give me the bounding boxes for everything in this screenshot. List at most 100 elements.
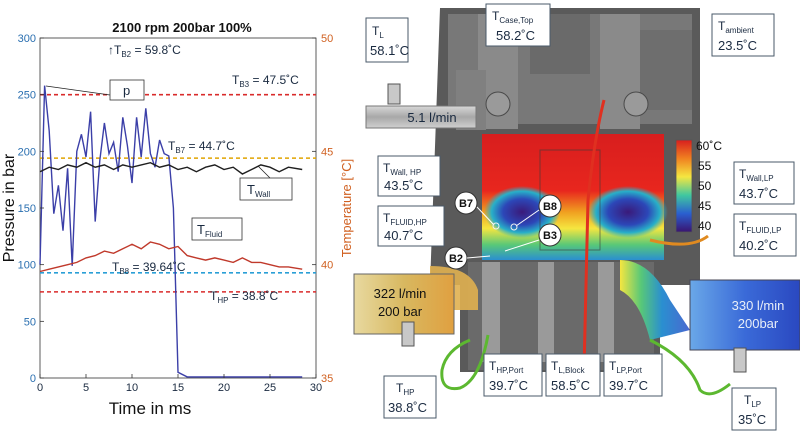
svg-text:58.1˚C: 58.1˚C [370, 43, 409, 58]
svg-text:43.5˚C: 43.5˚C [384, 178, 423, 193]
svg-text:B8: B8 [543, 201, 557, 213]
svg-text:TCase,Top: TCase,Top [492, 9, 534, 25]
y-left-tick-label: 200 [18, 146, 36, 158]
svg-text:43.7˚C: 43.7˚C [739, 186, 778, 201]
ref-label-b3: TB3 = 47.5˚C [232, 73, 299, 89]
lp-elbow [620, 260, 690, 340]
legend-tfluid: TFluid [191, 217, 243, 241]
y-left-tick-label: 150 [18, 203, 36, 215]
y-right-tick-label: 40 [321, 260, 333, 272]
svg-text:Tambient: Tambient [718, 19, 755, 35]
x-tick-label: 30 [310, 382, 322, 394]
y-left-tick-label: 300 [18, 33, 36, 45]
label-thp: THP 38.8˚C [383, 375, 437, 419]
hp-flow-label: 322 l/min [374, 286, 427, 301]
ref-label-b8: TB8 = 39.64˚C [112, 260, 186, 276]
y-axis-label-right: Temperature [°C] [339, 159, 354, 257]
point-b2: B2 [444, 246, 491, 270]
svg-text:23.5˚C: 23.5˚C [718, 38, 757, 53]
label-twall-hp: TWall, HP 43.5˚C [377, 155, 441, 197]
housing-right-block [640, 30, 692, 110]
svg-text:38.8˚C: 38.8˚C [388, 400, 427, 415]
sensor-thp [401, 321, 415, 347]
pump-cross-section: 322 l/min 200 bar 330 l/min 200bar 5.1 l… [353, 3, 800, 431]
svg-text:TLP,Port: TLP,Port [609, 359, 643, 375]
svg-text:35˚C: 35˚C [738, 412, 766, 427]
svg-text:B3: B3 [543, 230, 557, 242]
y-left-tick-label: 50 [24, 316, 36, 328]
svg-text:TWall,LP: TWall,LP [739, 167, 774, 183]
label-tambient: Tambient 23.5˚C [711, 13, 775, 57]
svg-text:58.5˚C: 58.5˚C [551, 378, 590, 393]
label-twall-lp: TWall,LP 43.7˚C [733, 161, 795, 205]
ref-label-hp: THP = 38.8˚C [210, 289, 278, 305]
label-tl: TL 58.1˚C [365, 17, 409, 63]
leak-flow-label: 5.1 l/min [407, 110, 456, 125]
leak-line [582, 99, 606, 371]
x-tick-label: 10 [126, 382, 138, 394]
series-line-tfluid [39, 241, 303, 273]
y-right-tick-label: 45 [321, 146, 333, 158]
legend-twall-label: TWall [247, 182, 270, 199]
svg-text:TL,Block: TL,Block [551, 359, 586, 375]
legend-p-label: p [123, 83, 130, 98]
bearing-left [485, 91, 511, 117]
label-tl-block: TL,Block 58.5˚C [545, 353, 601, 397]
svg-text:40.2˚C: 40.2˚C [739, 238, 778, 253]
svg-text:B2: B2 [449, 253, 463, 265]
colorbar [675, 139, 693, 233]
hp-pressure-label: 200 bar [378, 304, 423, 319]
offscale-note: ↑TB2 = 59.8˚C [108, 43, 181, 59]
x-tick-label: 5 [83, 382, 89, 394]
lp-pipe [689, 279, 800, 351]
colorbar-tick-40: 40 [698, 219, 712, 233]
point-b3: B3 [504, 223, 562, 252]
series-line-twall [39, 161, 303, 175]
cable-hp-port [440, 334, 490, 391]
x-tick-label: 15 [172, 382, 184, 394]
svg-text:39.7˚C: 39.7˚C [489, 378, 528, 393]
svg-text:40.7˚C: 40.7˚C [384, 228, 423, 243]
chart-title: 2100 rpm 200bar 100% [112, 20, 252, 35]
label-thp-port: THP,Port 39.7˚C [483, 353, 543, 397]
port-right-channel [598, 262, 614, 362]
chart-series [39, 85, 303, 378]
sensor-tl [387, 83, 401, 105]
legend-tfluid-label: TFluid [197, 222, 222, 239]
y-left-tick-label: 250 [18, 90, 36, 102]
svg-text:39.7˚C: 39.7˚C [609, 378, 648, 393]
cool-zone-right [588, 186, 668, 238]
point-b8: B8 [510, 194, 562, 231]
cable-fluid-lp [649, 234, 709, 246]
svg-text:THP: THP [396, 381, 414, 397]
colorbar-tick-50: 50 [698, 179, 712, 193]
x-tick-label: 20 [218, 382, 230, 394]
svg-text:TWall, HP: TWall, HP [383, 161, 421, 177]
y-right-tick-label: 35 [321, 373, 333, 385]
pressure-temperature-chart: 2100 rpm 200bar 100% 0 5 10 15 20 25 300 50 100 1… [1, 20, 354, 418]
piston-outline [539, 149, 601, 251]
legend-twall: TWall [239, 165, 293, 201]
svg-text:TFLUID,LP: TFLUID,LP [739, 219, 781, 235]
leak-pipe [365, 105, 477, 129]
x-axis-label: Time in ms [109, 399, 192, 418]
series-line-p [39, 85, 303, 378]
svg-text:THP,Port: THP,Port [489, 359, 524, 375]
label-tcase-top: TCase,Top 58.2˚C [485, 3, 551, 47]
svg-text:TFLUID,HP: TFLUID,HP [383, 211, 427, 227]
y-right-tick-label: 50 [321, 33, 333, 45]
svg-text:B7: B7 [459, 198, 473, 210]
label-tfluid-hp: TFLUID,HP 40.7˚C [377, 205, 445, 247]
y-left-tick-label: 100 [18, 260, 36, 272]
plot-frame [39, 37, 317, 379]
sensor-tlp [733, 347, 747, 373]
y-axis-label-left: Pressure in bar [1, 153, 18, 262]
x-tick-label: 25 [264, 382, 276, 394]
svg-text:58.2˚C: 58.2˚C [496, 28, 535, 43]
label-tfluid-lp: TFLUID,LP 40.2˚C [733, 213, 797, 257]
x-tick-label: 0 [37, 382, 43, 394]
colorbar-max: 60˚C [696, 139, 722, 153]
cable-lp-port [649, 338, 731, 396]
